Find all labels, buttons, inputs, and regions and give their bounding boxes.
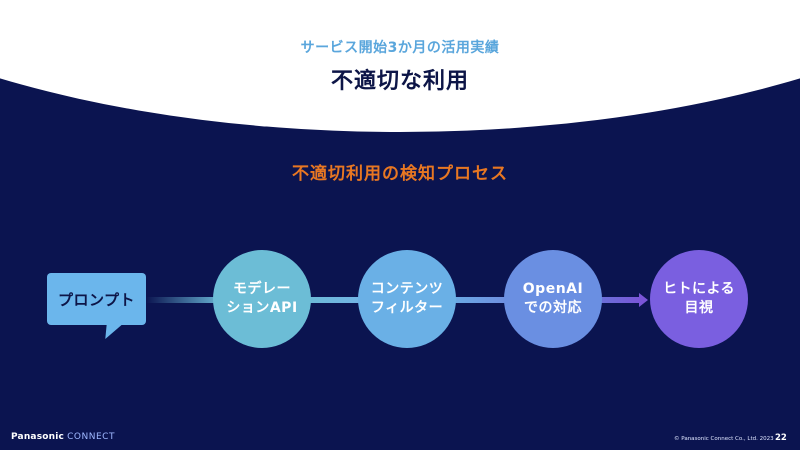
step-label: OpenAI での対応 [522,281,584,316]
step-openai-response: OpenAI での対応 [504,250,602,348]
slide-subtitle: サービス開始3か月の活用実績 [300,40,500,56]
logo-brand: Panasonic [11,432,65,442]
step-label: コンテンツ フィルター [370,281,444,316]
step-label: ヒトによる 目視 [662,281,736,316]
page-number: 22 [775,433,787,443]
connector-line [308,297,362,303]
step-human-review: ヒトによる 目視 [650,250,748,348]
section-heading: 不適切利用の検知プロセス [292,164,508,184]
prompt-label: プロンプト [57,290,136,309]
slide-title: 不適切な利用 [330,69,469,94]
prompt-speech-bubble: プロンプト [47,273,146,325]
arrow-right-icon [639,293,648,307]
panasonic-connect-logo: Panasonic CONNECT [11,432,115,442]
connector-arrow-line [601,297,641,303]
speech-bubble-tail [101,324,123,339]
connector-line [455,297,508,303]
step-label: モデレー ションAPI [226,281,298,316]
logo-suffix: CONNECT [67,432,115,442]
step-moderation-api: モデレー ションAPI [213,250,311,348]
step-content-filter: コンテンツ フィルター [358,250,456,348]
connector-line [146,297,218,303]
copyright-text: © Panasonic Connect Co., Ltd. 2023 [674,436,774,442]
